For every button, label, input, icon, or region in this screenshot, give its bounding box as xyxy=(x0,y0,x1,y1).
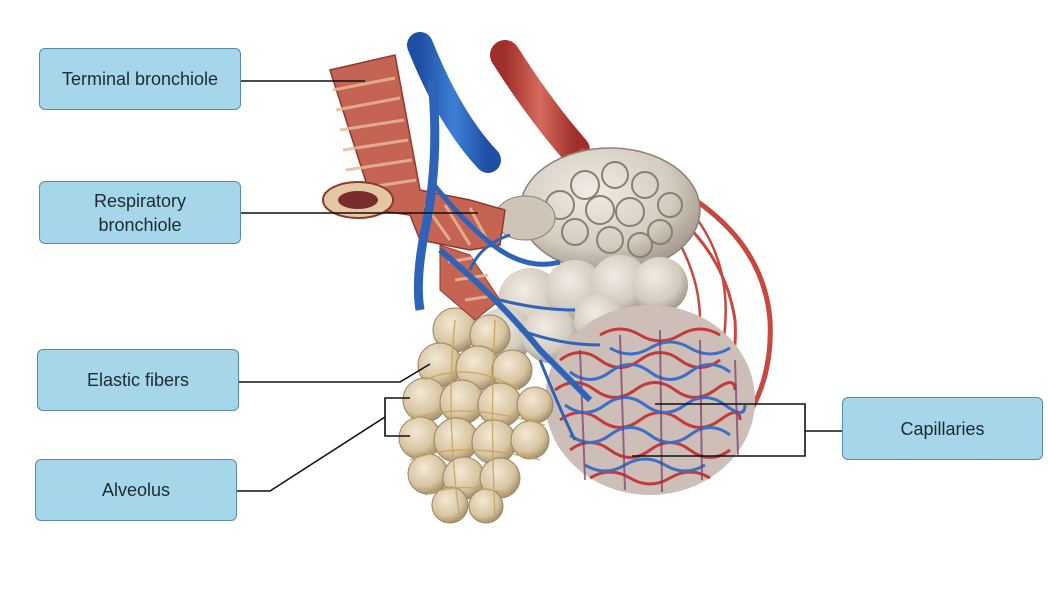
label-alveolus: Alveolus xyxy=(35,459,237,521)
label-text: Terminal bronchiole xyxy=(61,69,219,89)
label-text: Respiratory bronchiole xyxy=(94,189,186,237)
bracket-capillaries xyxy=(632,403,806,457)
leader-line-alveolus xyxy=(237,416,386,492)
alveolar-sac-section xyxy=(494,147,701,273)
label-text: Capillaries xyxy=(900,418,985,439)
label-capillaries: Capillaries xyxy=(842,397,1043,460)
label-elastic-fibers: Elastic fibers xyxy=(37,349,239,411)
label-respiratory-bronchiole: Respiratory bronchiole xyxy=(39,181,241,244)
label-text: Elastic fibers xyxy=(86,370,190,390)
label-text-line-1: Respiratory xyxy=(93,190,187,211)
capillary-network xyxy=(545,305,755,495)
alveoli-elastic-fibers xyxy=(398,307,554,524)
leader-line-elastic-fibers xyxy=(239,363,431,383)
label-text-line-2: bronchiole xyxy=(98,214,182,235)
leader-lines xyxy=(237,80,842,492)
label-text: Alveolus xyxy=(101,480,171,500)
pulmonary-venule xyxy=(407,32,601,441)
label-terminal-bronchiole: Terminal bronchiole xyxy=(39,48,241,110)
